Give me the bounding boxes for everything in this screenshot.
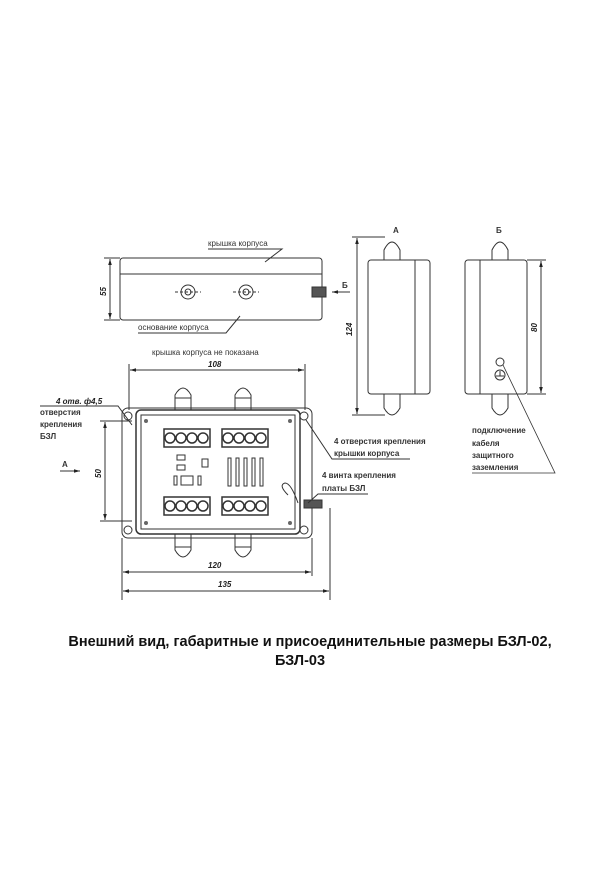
top-view: Б 55 крышка корпуса основание корпуса xyxy=(99,239,350,334)
cover-not-shown-note: крышка корпуса не показана xyxy=(152,348,259,357)
holes-label-2: отверстия xyxy=(40,408,81,417)
cable-gland-icon xyxy=(491,241,509,261)
dim-108-label: 108 xyxy=(208,360,222,369)
screw-icon xyxy=(175,284,201,300)
terminal-block-icon xyxy=(163,496,211,516)
cable-gland-icon xyxy=(234,533,252,558)
holes-label-4: БЗЛ xyxy=(40,432,56,441)
ground-label-1: подключение xyxy=(472,426,526,435)
side-b-marker: Б xyxy=(496,226,502,235)
terminal-block-icon xyxy=(221,496,269,516)
terminal-block-icon xyxy=(163,428,211,448)
cover-label: крышка корпуса xyxy=(208,239,268,248)
screw-icon xyxy=(233,284,259,300)
holes-label-1: 4 отв. ф4,5 xyxy=(55,397,103,406)
components-icon xyxy=(173,454,299,504)
ground-connector-icon xyxy=(311,286,327,298)
base-label: основание корпуса xyxy=(138,323,209,332)
view-a-marker: А xyxy=(62,460,68,469)
ground-screw-icon xyxy=(495,357,505,367)
cover-holes-label-2: крышки корпуса xyxy=(334,449,400,458)
side-view-b: Б 80 подключение кабеля защитного заземл… xyxy=(464,226,556,474)
caption-line-1: Внешний вид, габаритные и присоединитель… xyxy=(68,634,552,650)
ground-connector-icon xyxy=(303,499,323,509)
dim-124-label: 124 xyxy=(345,322,354,336)
circuit-board xyxy=(140,414,296,530)
dim-120-label: 120 xyxy=(208,561,222,570)
screws-label-1: 4 винта крепления xyxy=(322,471,396,480)
cable-gland-icon xyxy=(383,241,401,261)
enclosure-lid-seat xyxy=(135,409,301,535)
caption-line-2: БЗЛ-03 xyxy=(274,653,326,669)
cable-gland-icon xyxy=(234,387,252,411)
cable-gland-icon xyxy=(491,393,509,416)
ground-label-3: защитного xyxy=(472,451,514,460)
holes-label-3: крепления xyxy=(40,420,82,429)
side-view-a: А 124 xyxy=(345,226,431,416)
cable-gland-icon xyxy=(383,393,401,416)
terminal-block-icon xyxy=(221,428,269,448)
dim-80-label: 80 xyxy=(530,323,539,332)
dim-135-label: 135 xyxy=(218,580,232,589)
screws-label-2: платы БЗЛ xyxy=(322,484,366,493)
enclosure-flange xyxy=(121,407,313,539)
ground-label-2: кабеля xyxy=(472,439,500,448)
enclosure-top-outline xyxy=(119,257,323,321)
dim-55-label: 55 xyxy=(99,287,108,296)
view-b-marker: Б xyxy=(342,281,348,290)
cable-gland-icon xyxy=(174,533,192,558)
front-view: крышка корпуса не показана 108 xyxy=(40,348,426,600)
cable-gland-icon xyxy=(174,387,192,411)
figure-caption: Внешний вид, габаритные и присоединитель… xyxy=(0,633,600,671)
dim-50-label: 50 xyxy=(94,469,103,478)
ground-label-4: заземления xyxy=(472,463,519,472)
cover-holes-label-1: 4 отверстия крепления xyxy=(334,437,426,446)
side-a-marker: А xyxy=(393,226,399,235)
ground-symbol-icon xyxy=(494,369,506,381)
